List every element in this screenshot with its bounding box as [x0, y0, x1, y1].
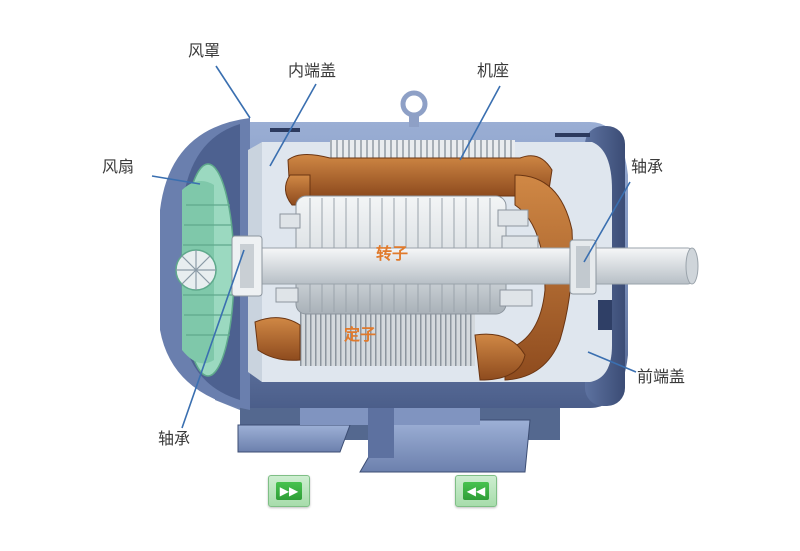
forward-button[interactable]: ▶▶ — [268, 475, 310, 507]
label-fan-cover: 风罩 — [188, 41, 221, 60]
label-frame: 机座 — [477, 61, 510, 80]
label-fan: 风扇 — [102, 157, 135, 176]
double-right-arrow-icon: ▶▶ — [276, 482, 302, 500]
double-left-arrow-icon: ◀◀ — [463, 482, 489, 500]
label-bearing-right: 轴承 — [631, 157, 664, 176]
label-stator: 定子 — [344, 325, 377, 344]
shaft — [231, 247, 699, 285]
callout-lines — [151, 65, 637, 429]
bearing-rear — [231, 235, 263, 297]
front-cover-hub — [598, 300, 612, 330]
label-inner-end-cover: 内端盖 — [288, 61, 337, 80]
lifting-eye-bolt — [400, 90, 428, 127]
stator-windings — [254, 154, 573, 381]
cooling-fan — [175, 163, 235, 377]
label-rotor: 转子 — [376, 244, 409, 263]
back-button[interactable]: ◀◀ — [455, 475, 497, 507]
label-bearing-left: 轴承 — [158, 429, 191, 448]
label-front-end-cover: 前端盖 — [637, 367, 686, 386]
